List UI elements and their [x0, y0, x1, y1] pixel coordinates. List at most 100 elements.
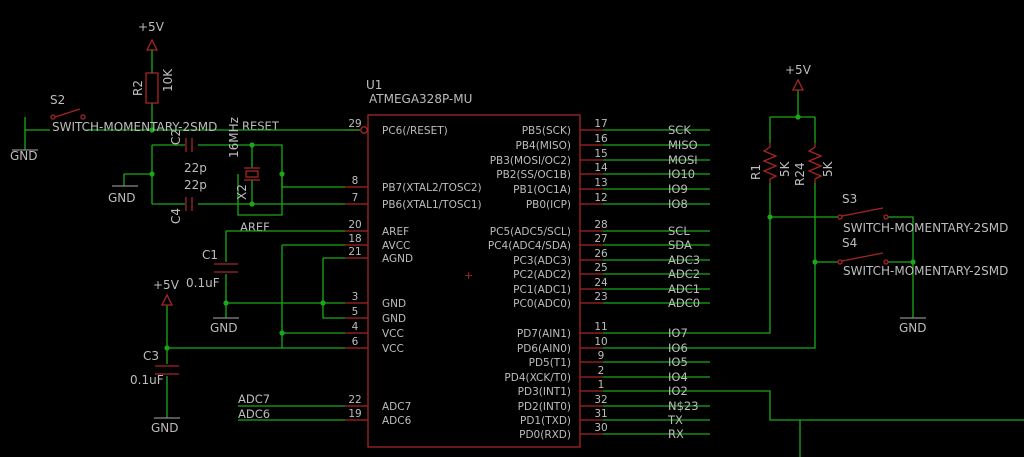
capacitor-c3[interactable]: C3 0.1uF — [130, 349, 179, 387]
pin-label: PC5(ADC5/SCL) — [490, 226, 571, 238]
switch-s2[interactable]: S2 SWITCH-MOMENTARY-2SMD — [50, 93, 217, 134]
pin-number: 6 — [352, 336, 359, 348]
net-label: IO5 — [668, 355, 688, 369]
u1-microcontroller[interactable]: U1 ATMEGA328P-MU + 29PC6(/RESET)8PB7(XTA… — [345, 78, 710, 448]
net-label: MISO — [668, 138, 698, 152]
supply-5v-label: +5V — [138, 20, 165, 34]
pin-number: 23 — [594, 291, 607, 303]
pin-number: 20 — [348, 219, 361, 231]
net-label: ADC0 — [668, 296, 700, 310]
pin-number: 27 — [594, 233, 607, 245]
pin-label: PC1(ADC1) — [513, 284, 571, 296]
pin-label: GND — [382, 313, 406, 325]
resistor-r2[interactable]: R2 10K — [131, 68, 175, 104]
pin-label: AGND — [382, 253, 413, 265]
net-label-aref: AREF — [240, 220, 270, 234]
pin-number: 30 — [594, 422, 607, 434]
capacitor-c2[interactable]: C2 22p — [169, 129, 207, 175]
u1-right-pins: 17PB5(SCK)SCK16PB4(MISO)MISO15PB3(MOSI/O… — [488, 118, 710, 441]
supply-5v-label: +5V — [153, 278, 180, 292]
net-label: SCL — [668, 224, 690, 238]
switch-s4[interactable]: S4 SWITCH-MOMENTARY-2SMD — [837, 236, 1008, 278]
resistor-r24[interactable]: R24 5K — [793, 143, 835, 186]
pin-label: PD2(INT0) — [518, 401, 571, 413]
pin-label: VCC — [382, 328, 404, 340]
pin-label: VCC — [382, 343, 404, 355]
switch-s3[interactable]: S3 SWITCH-MOMENTARY-2SMD — [837, 192, 1008, 235]
capacitor-c1[interactable]: C1 0.1uF — [186, 248, 238, 290]
net-label: TX — [667, 413, 683, 427]
u1-value: ATMEGA328P-MU — [369, 92, 472, 106]
pin-label: PD0(RXD) — [519, 429, 571, 441]
net-label: IO10 — [668, 167, 695, 181]
pin-number: 7 — [352, 192, 359, 204]
ground-switches: GND — [899, 317, 927, 335]
x2-name: X2 — [235, 184, 249, 200]
pin-label: ADC6 — [382, 415, 412, 427]
pin-label: PD1(TXD) — [520, 415, 571, 427]
c1-name: C1 — [202, 248, 218, 262]
s2-name: S2 — [50, 93, 65, 107]
pin-label: AREF — [382, 226, 409, 238]
net-label: IO7 — [668, 326, 688, 340]
pin-label: PD6(AIN0) — [517, 343, 571, 355]
pin-label: PB0(ICP) — [526, 199, 571, 211]
c2-value: 22p — [184, 161, 207, 175]
r2-name: R2 — [131, 80, 145, 96]
ground-label: GND — [10, 149, 38, 163]
r2-value: 10K — [161, 68, 175, 92]
pin-label: PD4(XCK/T0) — [504, 372, 571, 384]
x2-value: 16MHz — [227, 117, 241, 158]
net-label: RX — [668, 427, 684, 441]
pin-number: 12 — [594, 192, 607, 204]
pin-label: PD7(AIN1) — [517, 328, 571, 340]
pin-label: PD5(T1) — [529, 357, 571, 369]
net-label: ADC3 — [668, 253, 700, 267]
capacitor-c4[interactable]: C4 22p — [169, 178, 207, 224]
r24-name: R24 — [793, 162, 807, 186]
pin-label: PB6(XTAL1/TOSC1) — [382, 199, 482, 211]
resistor-r1[interactable]: R1 5K — [749, 143, 792, 183]
pin-number: 15 — [594, 148, 607, 160]
ground-label: GND — [899, 321, 927, 335]
pin-label: PC4(ADC4/SDA) — [488, 240, 571, 252]
net-label: IO8 — [668, 197, 688, 211]
pin-number: 26 — [594, 248, 608, 260]
right-junctions — [767, 114, 916, 265]
crystal-x2[interactable]: X2 16MHz — [227, 117, 260, 200]
pin-number: 4 — [352, 321, 359, 333]
